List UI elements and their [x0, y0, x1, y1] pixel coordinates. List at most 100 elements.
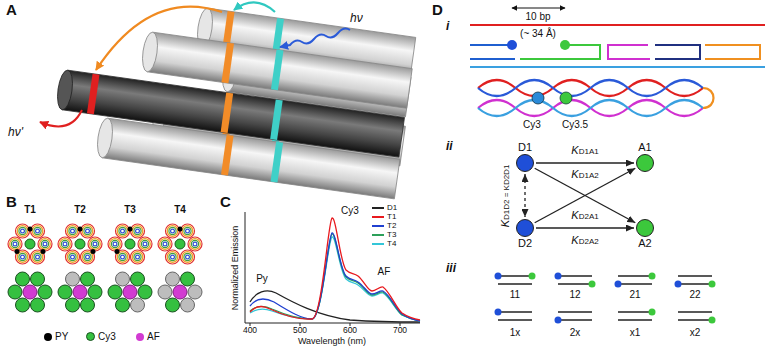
- state-icon: [498, 319, 532, 321]
- dye-hexagon: [166, 272, 180, 286]
- helix-cylinder-dark: [270, 99, 282, 140]
- legend-item: D1: [372, 204, 397, 213]
- state-icon: [589, 281, 596, 288]
- helix-cylinder: [140, 31, 159, 73]
- helix-cylinder: [221, 135, 233, 176]
- dye-hexagon: [31, 298, 45, 312]
- helix-cylinder-dark: [55, 69, 74, 111]
- state-label: 21: [629, 289, 640, 300]
- state-icon: [675, 281, 682, 288]
- dye-hexagon: [8, 285, 22, 299]
- rate-arrow: [536, 227, 634, 228]
- legend-swatch: [372, 207, 384, 209]
- dye-hexagon: [108, 272, 152, 312]
- dimension-label: (~ 34 Å): [520, 28, 556, 39]
- dye-hexagon: [8, 272, 202, 312]
- helix-bundle-icon: [8, 224, 202, 264]
- spectrum-curve: [250, 218, 420, 320]
- spectrum-curve: [250, 218, 420, 322]
- axis-title: Wavelength (nm): [298, 337, 366, 347]
- state-icon: [555, 317, 562, 324]
- dimension-label: 10 bp: [525, 11, 550, 22]
- dna-strand: [608, 45, 650, 59]
- helix-bundle-icon: [8, 224, 52, 264]
- node-label: A1: [638, 142, 651, 153]
- double-helix: [478, 80, 703, 96]
- state-icon: [555, 273, 596, 288]
- state-icon: [649, 309, 656, 316]
- dye-hexagon: [81, 272, 95, 286]
- legend-swatch: [372, 243, 384, 245]
- dye-sphere: [560, 92, 572, 104]
- dye-hexagon: [66, 298, 80, 312]
- spectrum-curve: [250, 234, 420, 321]
- double-helix: [478, 80, 703, 96]
- helix-cylinder: [95, 117, 400, 199]
- rate-constant-label: KD1A1: [570, 144, 599, 157]
- dna-strand: [705, 45, 760, 59]
- panel-letter: C: [220, 194, 231, 211]
- dye-hexagon: [166, 298, 180, 312]
- helix-bundle-icon: [58, 224, 102, 264]
- pyrene-dot: [115, 249, 120, 254]
- distance-arrow: [512, 8, 565, 9]
- state-icon: [495, 309, 533, 321]
- dye-hexagon: [188, 285, 202, 299]
- rate-arrow: [535, 168, 636, 223]
- dna-strand: [655, 45, 700, 59]
- rate-constant-label: KD1D2 = KD2D1: [499, 164, 512, 229]
- state-icon: [529, 273, 536, 280]
- legend-item: PY: [44, 331, 68, 342]
- tick-label: 500: [293, 326, 307, 335]
- dna-strand: [520, 45, 600, 59]
- state-icon: [615, 281, 622, 288]
- rate-arrow: [524, 174, 525, 217]
- state-icon: [495, 273, 502, 280]
- helix-cylinder-dark: [87, 74, 99, 115]
- dye-hexagon: [16, 272, 30, 286]
- dna-strand: [470, 44, 512, 46]
- chart-axis: [245, 212, 420, 323]
- state-icon: [709, 317, 716, 324]
- state-icon: [618, 311, 652, 313]
- pyrene-dot: [128, 227, 133, 232]
- connectors: [525, 163, 635, 228]
- double-helix: [703, 88, 714, 108]
- legend-text: T3: [387, 231, 396, 240]
- state-icon: [615, 273, 656, 288]
- dye-hexagon: [58, 285, 72, 299]
- dye-hexagon: [16, 298, 30, 312]
- helix-bundle-icon: [158, 224, 202, 264]
- subpanel-label: i: [446, 20, 449, 33]
- legend-swatch: [372, 225, 384, 227]
- state-label: 12: [569, 289, 580, 300]
- dye-hexagon: [158, 272, 202, 312]
- dye-hexagon: [66, 272, 80, 286]
- pyrene-dot: [28, 227, 33, 232]
- distance-arrow: [512, 8, 565, 9]
- state-label: 22: [689, 289, 700, 300]
- energy-transfer-arrow: [96, 2, 275, 70]
- spectrum-curve: [250, 237, 420, 321]
- node-label: A2: [638, 238, 651, 249]
- peak-label: AF: [378, 266, 391, 277]
- state-icon: [618, 275, 652, 277]
- legend-item: T2: [372, 222, 396, 231]
- state-icon: [558, 275, 592, 277]
- dye-sphere: [532, 92, 544, 104]
- dye-dot: [507, 40, 517, 50]
- node-label: D1: [518, 142, 532, 153]
- subpanel-label: iii: [446, 262, 456, 275]
- pyrene-dot: [91, 249, 96, 254]
- dye-hexagon: [181, 272, 195, 286]
- state-icon: [709, 281, 716, 288]
- dye-hexagon: [23, 285, 37, 299]
- state-icon: [558, 311, 592, 313]
- helix-cylinder: [271, 50, 283, 91]
- pyrene-dot: [15, 227, 183, 255]
- legend-swatch: [372, 216, 384, 218]
- fluorophore-node: D2: [516, 219, 534, 237]
